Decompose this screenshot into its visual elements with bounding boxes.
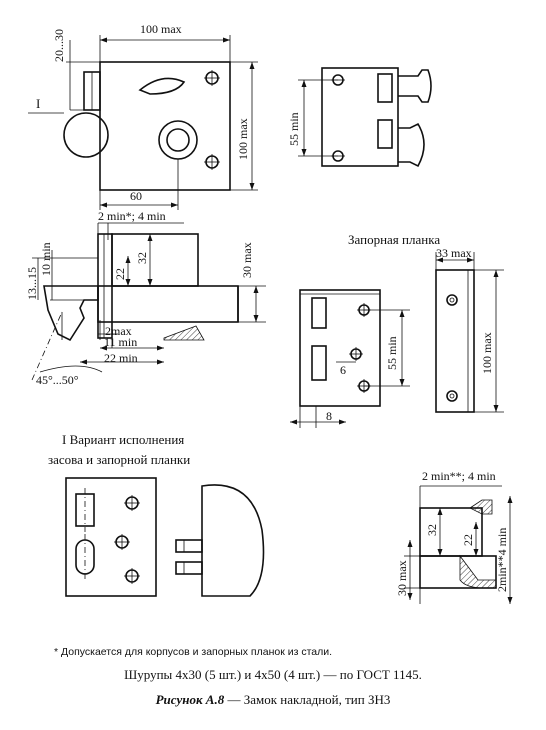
screw-icon: [124, 495, 140, 511]
screw-icon: [204, 70, 220, 86]
footnote: * Допускается для корпусов и запорных пл…: [54, 646, 333, 658]
dim-10min: 10 min: [39, 242, 53, 276]
lock-section-view: 2 min*; 4 min 22 32 30 max 13...15 10 mi…: [25, 209, 266, 387]
dim-32-detail: 32: [425, 524, 439, 536]
screw-icon: [204, 154, 220, 170]
screw-icon: [114, 534, 130, 550]
caption-rest: — Замок накладной, тип ЗН3: [224, 692, 391, 707]
lock-front-view: I 100 max 20...30 100 max 60: [28, 22, 258, 210]
dim-2max: 2max: [105, 324, 132, 338]
variant-title-line1: I Вариант исполнения: [62, 432, 184, 447]
dim-4min-detail: 2min**4 min: [495, 528, 509, 592]
strike-plate-views: Запорная планка 55 min 6 8 33 max 100 ma…: [290, 232, 504, 428]
dim-60: 60: [130, 189, 142, 203]
callout-label: I: [36, 96, 40, 111]
variant-detail-view: I Вариант исполнения засова и запорной п…: [48, 432, 265, 597]
dim-22min: 22 min: [104, 351, 138, 365]
strike-plate-title: Запорная планка: [348, 232, 440, 247]
variant-title-line2: засова и запорной планки: [48, 452, 190, 467]
dim-13-15: 13...15: [25, 267, 39, 300]
dim-8: 8: [326, 409, 332, 423]
detail-callout-circle: [63, 112, 109, 158]
dim-32: 32: [135, 252, 149, 264]
dim-2min-4min: 2 min*; 4 min: [98, 209, 166, 223]
figure-caption: Рисунок А.8 — Замок накладной, тип ЗН3: [0, 692, 546, 708]
dim-100max-side: 100 max: [236, 118, 250, 160]
dim-11min: 11 min: [104, 335, 137, 349]
dim-100max-top: 100 max: [140, 22, 182, 36]
dim-45-50: 45°...50°: [36, 373, 79, 387]
dim-100max-strike: 100 max: [480, 332, 494, 374]
screw-icon: [446, 390, 458, 402]
screws-note: Шурупы 4х30 (5 шт.) и 4х50 (4 шт.) — по …: [124, 667, 422, 682]
section-detail-view: 2 min**; 4 min 32 22 2min**4 min 30 max: [395, 469, 513, 604]
dim-6: 6: [340, 363, 346, 377]
screw-icon: [124, 568, 140, 584]
dim-30max-detail: 30 max: [395, 560, 409, 596]
dim-30max: 30 max: [240, 242, 254, 278]
dim-22-detail: 22: [461, 534, 475, 546]
dim-55min-small: 55 min: [287, 112, 301, 146]
dim-2min-4min-detail: 2 min**; 4 min: [422, 469, 496, 483]
dim-33max: 33 max: [436, 246, 472, 260]
strike-small-view: 55 min: [287, 67, 432, 168]
dim-20-30: 20...30: [52, 29, 66, 62]
dim-22: 22: [113, 268, 127, 280]
screw-icon: [349, 347, 363, 361]
screw-icon: [446, 294, 458, 306]
dim-55min-strike: 55 min: [385, 336, 399, 370]
caption-lead: Рисунок А.8: [155, 692, 225, 707]
